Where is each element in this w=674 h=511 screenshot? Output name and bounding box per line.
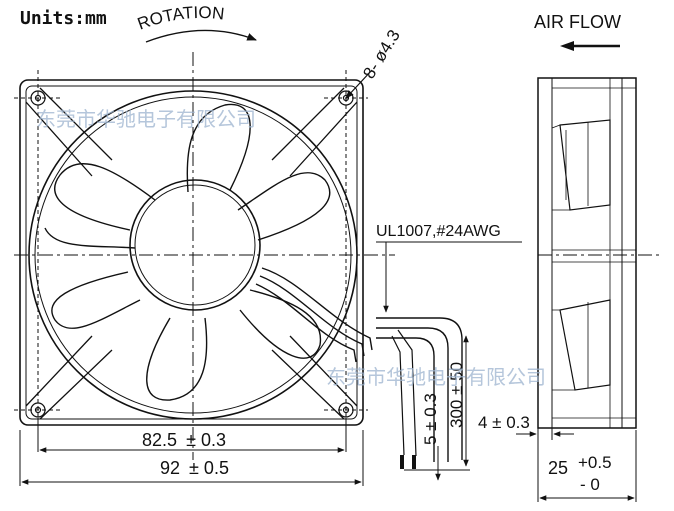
hole-pitch-tol: ± 0.3 [186, 430, 226, 450]
lead-wires [255, 267, 463, 469]
wire-label: UL1007,#24AWG [376, 223, 501, 240]
strip-length-label: 5 ± 0.3 [421, 393, 440, 445]
front-view [19, 79, 463, 469]
rotation-indicator: ROTATION [135, 3, 257, 43]
hole-pitch-value: 82.5 [142, 430, 177, 450]
dim-lead-length [404, 335, 470, 481]
dim-frame-width [19, 430, 364, 486]
svg-text:ROTATION: ROTATION [135, 3, 225, 34]
svg-text:82.5 ± 0.3: 82.5 ± 0.3 [142, 430, 226, 450]
lead-length-label: 300 ± 50 [447, 362, 466, 428]
depth-value: 25 [548, 458, 568, 478]
watermark-top: 东莞市华驰电子有限公司 [36, 107, 256, 131]
units-label: Units:mm [20, 8, 107, 29]
dim-depth [537, 430, 637, 502]
holes-label: 8- ø4.3 [359, 26, 404, 82]
svg-text:92 ± 0.5: 92 ± 0.5 [160, 458, 229, 478]
frame-outline [19, 79, 364, 426]
lead-spacing-label: 4 ± 0.3 [478, 413, 530, 432]
airflow-arrow [560, 41, 620, 51]
dim-hole-pitch [37, 418, 347, 453]
depth-tol-plus: +0.5 [578, 453, 612, 472]
wire-callout: UL1007,#24AWG [376, 223, 522, 313]
fan-blades [44, 103, 331, 401]
rotation-arrow [145, 29, 257, 43]
side-frame [537, 77, 637, 429]
center-lines [14, 52, 662, 460]
hub [129, 179, 261, 311]
depth-tol-minus: - 0 [580, 475, 600, 494]
watermark-bottom: 东莞市华驰电子有限公司 [326, 365, 546, 389]
mounting-holes [30, 90, 354, 418]
rotation-label: ROTATION [135, 3, 225, 34]
frame-width-tol: ± 0.5 [189, 458, 229, 478]
airflow-label: AIR FLOW [534, 12, 621, 32]
side-view [537, 77, 637, 429]
frame-width-value: 92 [160, 458, 180, 478]
